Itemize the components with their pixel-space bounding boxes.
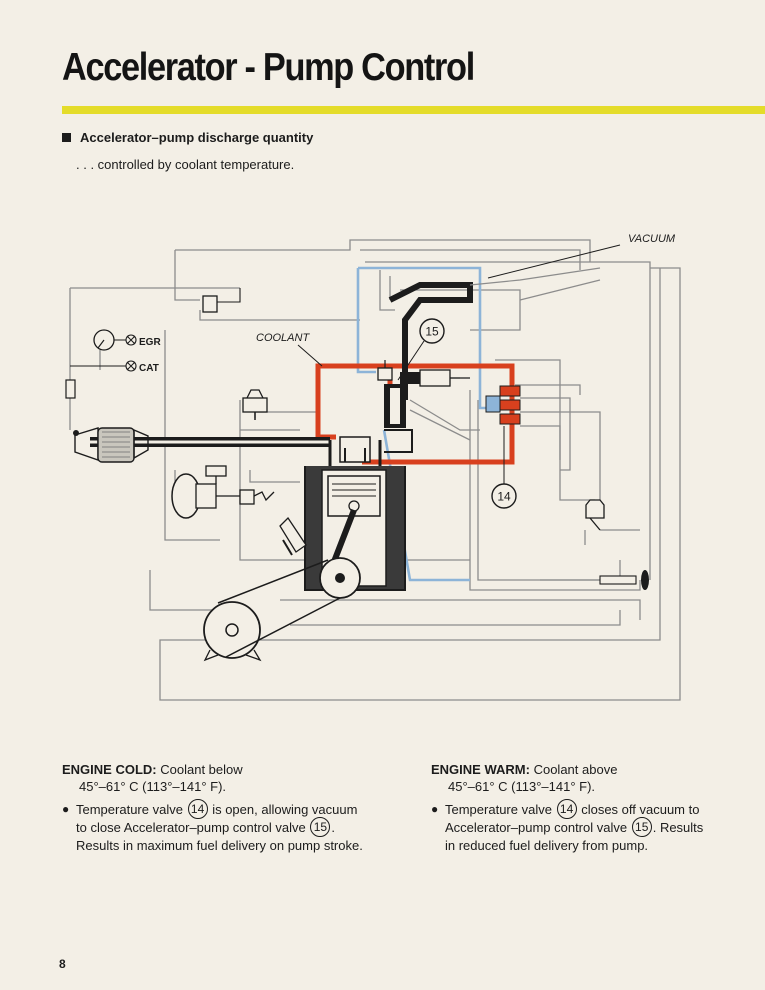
page-number: 8 (59, 957, 66, 971)
coolant-leader-line (297, 344, 323, 367)
valve-15-leader-line (397, 340, 425, 381)
coolant-label: COOLANT (256, 332, 310, 344)
control-valve-15-body (377, 360, 393, 381)
engine-cold-heading: ENGINE COLD: Coolant below (62, 762, 243, 777)
vacuum-hose-network (69, 239, 681, 701)
valve-15-callout-circle (419, 318, 445, 344)
valve-15-ref: 15 (310, 817, 331, 838)
vacuum-label: VACUUM (628, 233, 676, 245)
vacuum-leader-line (487, 244, 621, 279)
intake-manifold (388, 267, 601, 400)
engine-cold-bullet: ● Temperature valve 14 is open, allowing… (62, 799, 363, 854)
gauge-cluster (65, 329, 137, 399)
valve-15-callout: 15 (425, 325, 439, 339)
throttle-sensor (599, 570, 649, 590)
engine-warm-range: 45°–61° C (113°–141° F). (448, 779, 596, 794)
spark-plug (279, 516, 307, 556)
engine-cylinder (304, 436, 406, 599)
cat-label: CAT (139, 363, 159, 374)
engine-warm-bullet: ● Temperature valve 14 closes off vacuum… (431, 799, 703, 854)
egr-valve (242, 389, 268, 420)
engine-cold-range: 45°–61° C (113°–141° F). (79, 779, 227, 794)
bullet-dot-icon: ● (431, 802, 439, 816)
section-subnote: . . . controlled by coolant temperature. (76, 157, 295, 172)
page-title: Accelerator - Pump Control (62, 46, 475, 89)
subheading-text: Accelerator–pump discharge quantity (80, 130, 314, 145)
yellow-title-rule (62, 106, 765, 114)
valve-14-callout: 14 (497, 490, 511, 504)
valve-14-ref: 14 (556, 799, 577, 820)
carburetor (384, 369, 470, 453)
vacuum-canister (202, 288, 241, 313)
engine-warm-section: ENGINE WARM: Coolant above 45°–61° C (11… (431, 761, 703, 854)
egr-label: EGR (139, 337, 161, 348)
air-pump-unit (171, 465, 275, 519)
valve-14-ref: 14 (187, 799, 208, 820)
bullet-dot-icon: ● (62, 802, 70, 816)
catalytic-converter (73, 427, 149, 463)
engine-warm-heading: ENGINE WARM: Coolant above (431, 762, 618, 777)
section-subheading: Accelerator–pump discharge quantity (62, 130, 313, 145)
engine-cold-section: ENGINE COLD: Coolant below 45°–61° C (11… (62, 761, 363, 854)
valve-15-ref: 15 (631, 817, 652, 838)
crankshaft-pulley-belt (203, 559, 341, 662)
square-bullet-icon (62, 133, 71, 142)
temperature-valve-14-body (485, 385, 521, 425)
thermo-sensor (585, 499, 605, 531)
